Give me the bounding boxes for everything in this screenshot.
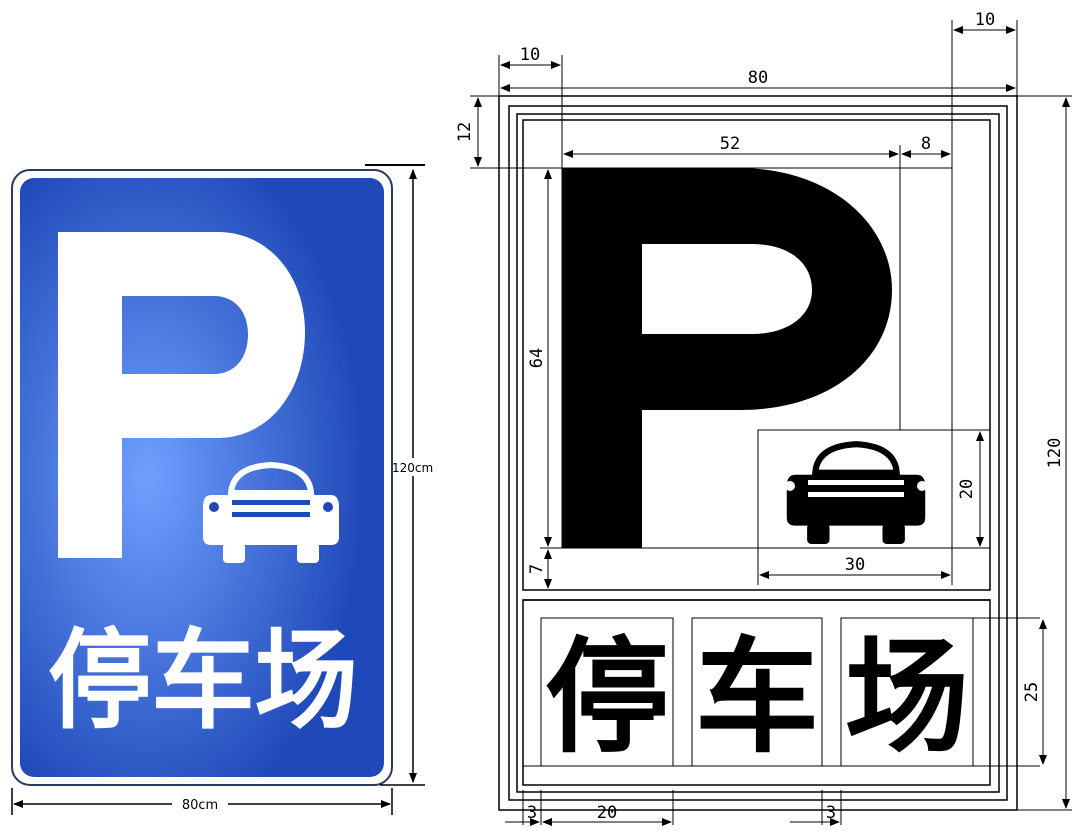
drawing-car-box [757,429,953,549]
drawing-char-3: 场 [845,626,969,770]
photo-sign: 停车场 120cm 80cm [11,164,445,815]
dimension-drawing: 停 车 场 [470,20,1072,826]
dim-p-bottom-gap-label: 7 [527,564,547,574]
dim-p-gap-label: 8 [921,134,931,154]
dim-overall-height-label: 120 [1045,438,1065,469]
dim-car-width-label: 30 [845,555,865,575]
drawing-outer-border [498,95,1018,811]
drawing-char-2: 车 [695,626,819,770]
drawing-char-1: 停 [545,626,669,770]
width-dimension-label: 80cm [182,798,218,813]
parking-p-letter [58,232,305,558]
dim-char-side-gap-label: 3 [527,803,537,823]
dim-overall-width-label: 80 [748,68,768,88]
dim-car-height-label: 20 [957,479,977,499]
dim-p-width-label: 52 [720,134,740,154]
drawing-p-letter [562,168,892,548]
dim-left-margin-label: 10 [520,45,540,65]
dim-char-gap-label: 3 [826,803,836,823]
dim-char-height-label: 25 [1022,682,1042,702]
dim-top-margin-label: 12 [455,122,475,142]
dim-p-height-label: 64 [527,348,547,368]
dim-right-margin-label: 10 [975,10,995,30]
height-dimension-label: 120cm [392,461,433,475]
sign-chinese-text: 停车场 [48,619,358,744]
dim-char-width-label: 20 [597,803,617,823]
